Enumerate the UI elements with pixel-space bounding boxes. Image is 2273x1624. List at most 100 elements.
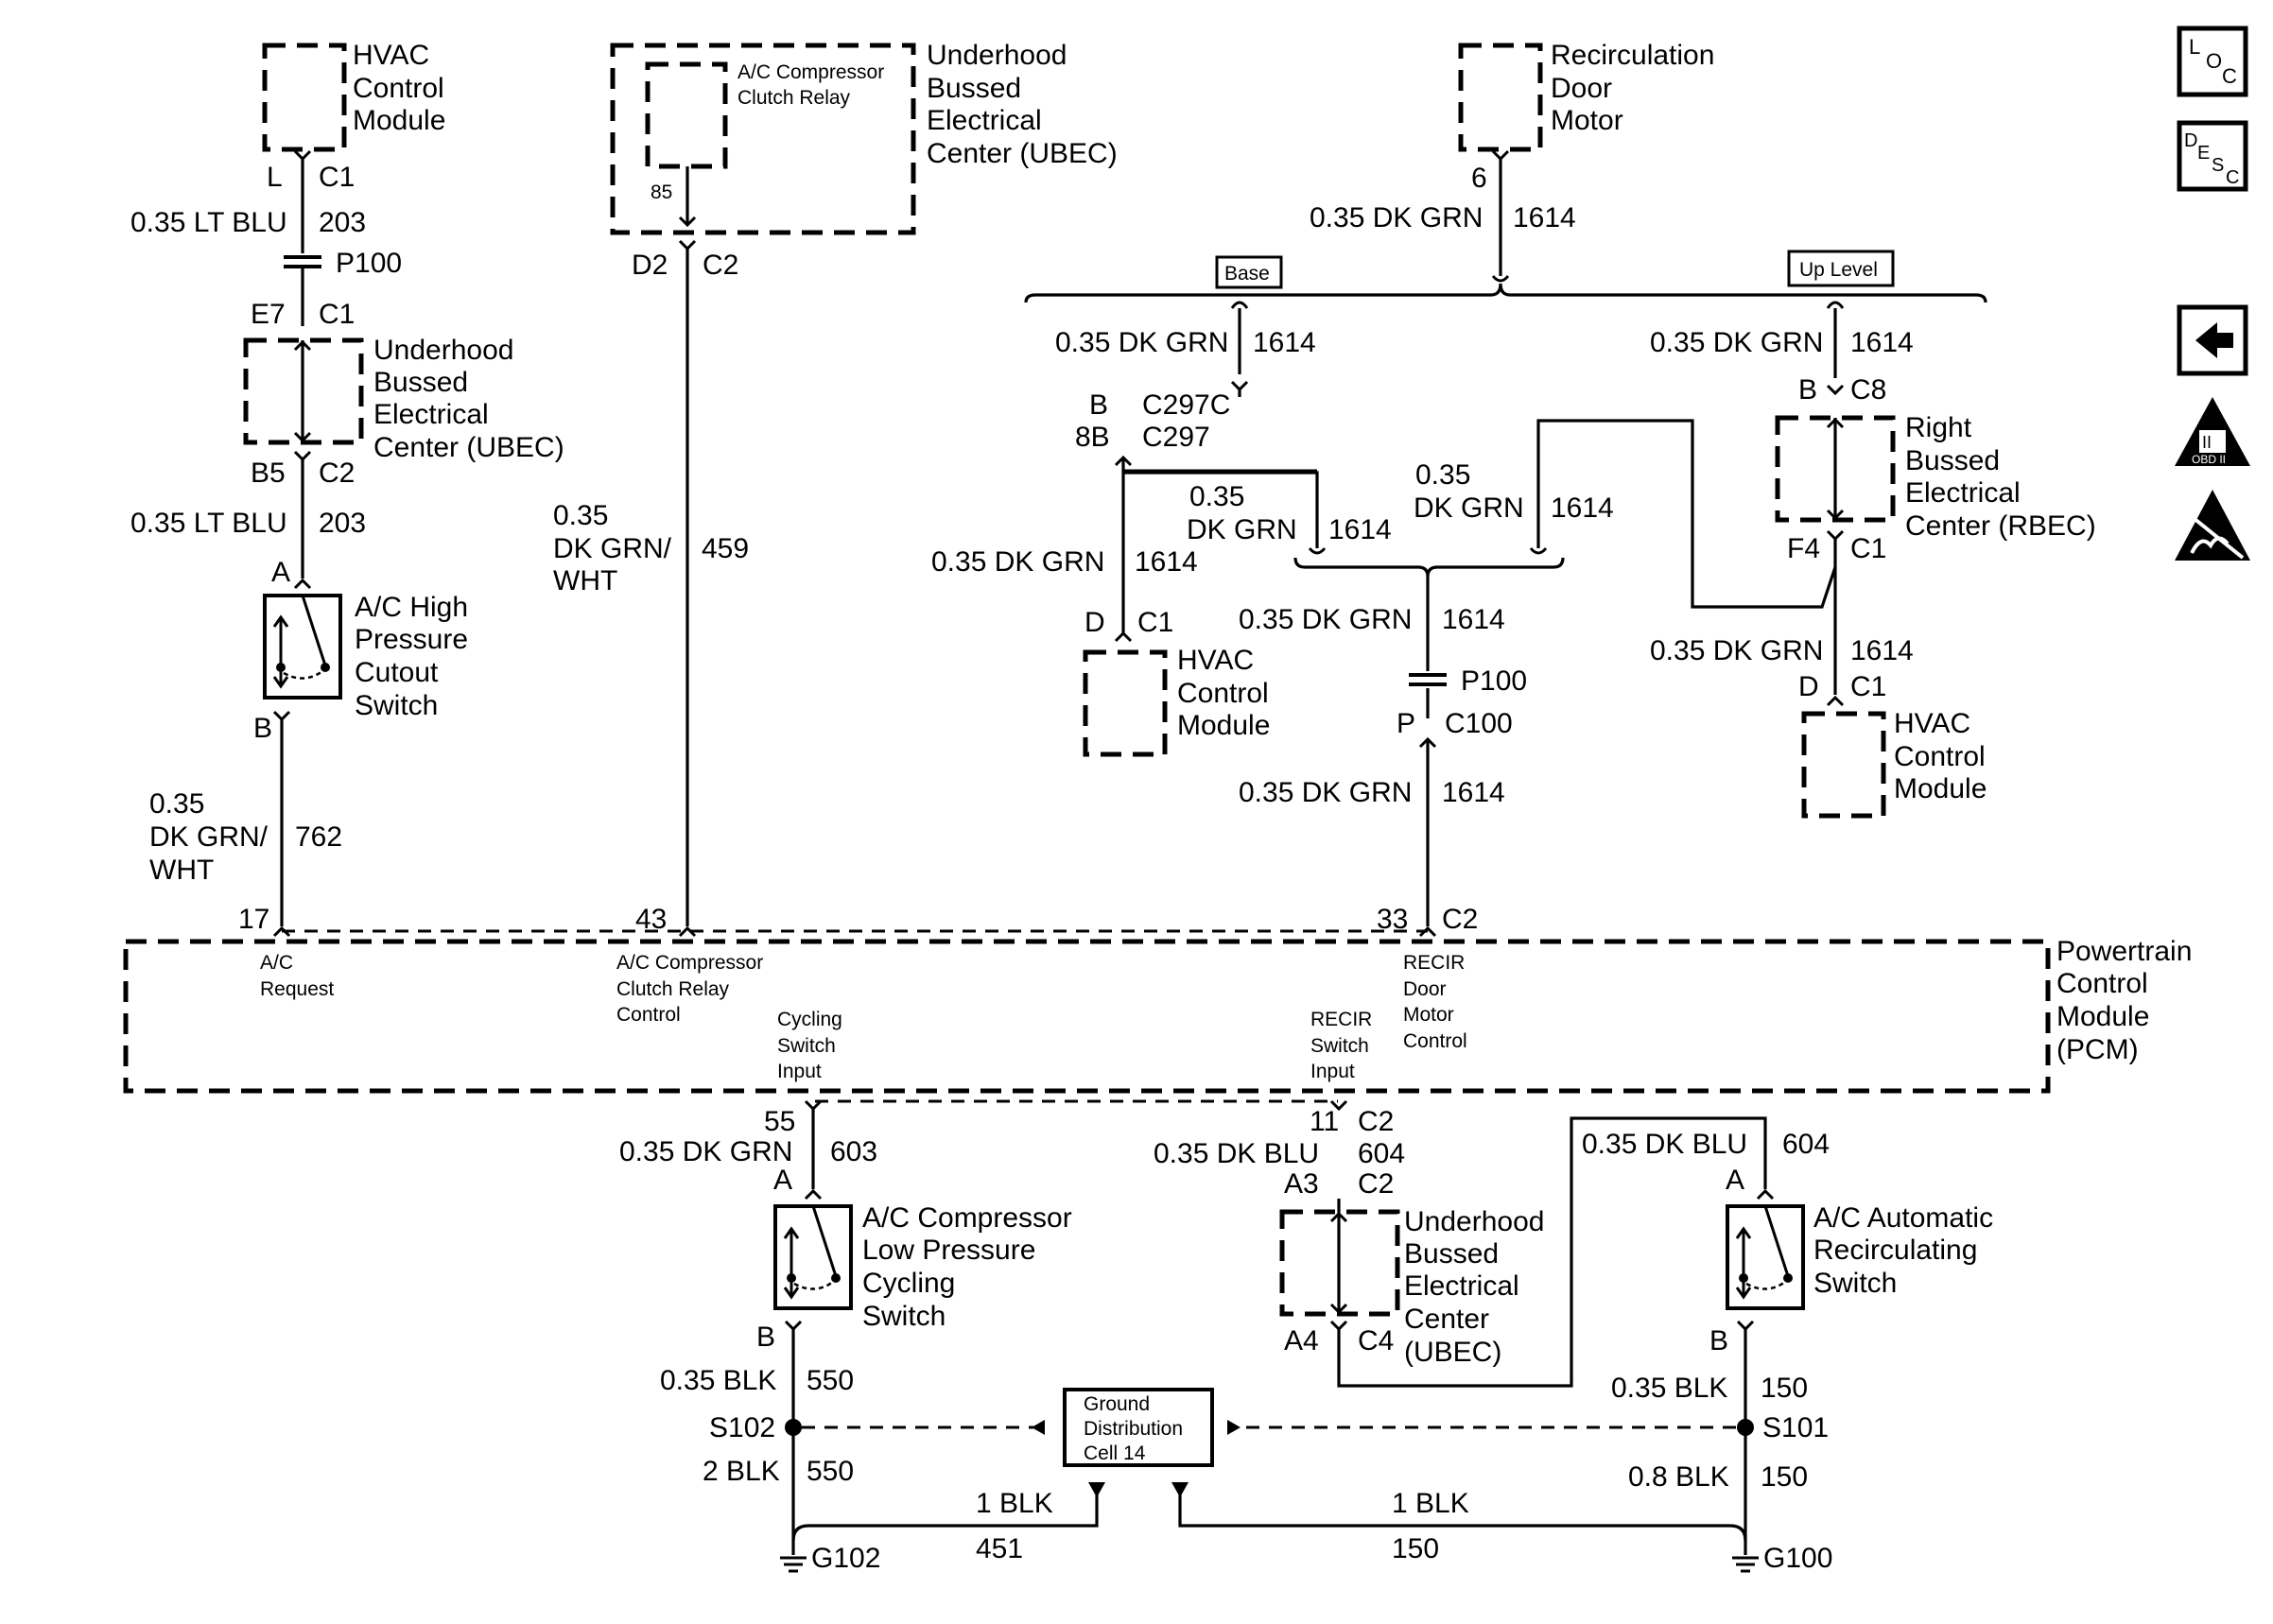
pin-a-hp: A	[271, 557, 290, 588]
hvac-right-label-2: Control	[1894, 741, 1986, 772]
pin-e7: E7	[251, 299, 286, 330]
conn-c2-ubec-left: C2	[319, 458, 355, 489]
conn-c4: C4	[1358, 1325, 1394, 1356]
loc-icon-l: L	[2189, 35, 2200, 59]
desc-icon-d: D	[2184, 130, 2197, 151]
pin-8b: 8B	[1075, 422, 1110, 453]
pin-d-hvac-right: D	[1798, 671, 1819, 702]
wire-604a-size-color: 0.35 DK BLU	[1154, 1138, 1319, 1169]
pin-b-hp: B	[253, 713, 272, 744]
wire-1614-up-size-color: 0.35 DK GRN	[1650, 327, 1823, 358]
wire-1614-hvac-mid-circuit: 1614	[1135, 546, 1198, 578]
wire-1614-up-drop-size: 0.35	[1415, 459, 1470, 491]
pcm-pin-55: 55	[764, 1106, 795, 1137]
pcm-relay-control-1: A/C Compressor	[616, 952, 763, 974]
obd-roman: II	[2202, 433, 2212, 452]
pcm-recir-input-1: RECIR	[1310, 1009, 1372, 1030]
pin-b-auto: B	[1709, 1325, 1728, 1356]
ubec-top-label-4: Center (UBEC)	[927, 138, 1118, 169]
conn-c1-ubec-left: C1	[319, 299, 355, 330]
ground-g100-label: G100	[1763, 1543, 1832, 1574]
wire-1614-pcm-circuit: 1614	[1442, 604, 1505, 635]
wire-451-circuit: 451	[976, 1533, 1023, 1564]
conn-c297: C297	[1142, 422, 1210, 453]
desc-icon[interactable]: D E S C	[2177, 120, 2248, 192]
rbec-label-2: Bussed	[1905, 445, 2000, 476]
ubec-left-label-1: Underhood	[373, 335, 513, 366]
hvac-top-label-2: Control	[353, 73, 444, 104]
pin-a-lp: A	[773, 1165, 792, 1196]
ground-cell-label-1: Ground	[1084, 1393, 1150, 1415]
wire-150b-circuit: 150	[1761, 1461, 1808, 1493]
wire-203-size-color: 0.35 LT BLU	[130, 207, 287, 238]
hp-switch-label-1: A/C High	[355, 592, 468, 623]
ground-g100	[1732, 1556, 1759, 1573]
conn-c1-rbec: C1	[1850, 533, 1886, 564]
pcm-recir-input-3: Input	[1310, 1061, 1355, 1082]
ubec-left-label-4: Center (UBEC)	[373, 432, 564, 463]
rbec-label-4: Center (RBEC)	[1905, 510, 2096, 542]
ac-compressor-low-pressure-cycling-switch: A/C Compressor Low Pressure Cycling Swit…	[773, 1202, 1072, 1332]
ubec-left-label-3: Electrical	[373, 399, 489, 430]
conn-p100-mid: P100	[1461, 665, 1527, 697]
wire-1614-up-circuit: 1614	[1850, 327, 1914, 358]
wire-203b-circuit: 203	[319, 508, 366, 539]
conn-c2-ubec-bottom: C2	[1358, 1168, 1394, 1200]
splice-s101-label: S101	[1762, 1412, 1829, 1443]
ground-cell-label-2: Distribution	[1084, 1418, 1183, 1440]
obd-label: OBD II	[2192, 453, 2226, 466]
ubec-left-label-2: Bussed	[373, 367, 468, 398]
pin-f4: F4	[1787, 533, 1820, 564]
pin-b-c297c: B	[1089, 389, 1108, 421]
wire-603-circuit: 603	[830, 1136, 877, 1167]
pcm-recir-input-2: Switch	[1310, 1035, 1369, 1057]
wire-550a-size-color: 0.35 BLK	[660, 1365, 776, 1396]
pin-a3: A3	[1284, 1168, 1319, 1200]
wire-1614-base-drop-size: 0.35	[1189, 481, 1244, 512]
conn-p100-left: P100	[336, 248, 402, 279]
pcm-cycling-input-3: Input	[777, 1061, 822, 1082]
base-tag	[1215, 255, 1283, 289]
relay-label-2: Clutch Relay	[737, 87, 851, 109]
pcm-recir-motor-4: Control	[1403, 1030, 1467, 1052]
wire-550b-size-color: 2 BLK	[703, 1456, 780, 1487]
splice-s102	[785, 1419, 802, 1436]
pin-b5: B5	[251, 458, 286, 489]
wire-150a-circuit: 150	[1761, 1373, 1808, 1404]
p100-connector-mid	[1409, 673, 1447, 686]
pcm-cycling-input-1: Cycling	[777, 1009, 842, 1030]
wire-604a-circuit: 604	[1358, 1138, 1405, 1169]
wire-604b-circuit: 604	[1782, 1129, 1830, 1160]
pcm-pin-11: 11	[1310, 1106, 1339, 1137]
recirculation-door-motor: Recirculation Door Motor	[1458, 40, 1714, 152]
wire-459-color2: WHT	[553, 565, 617, 596]
ubec-bottom: Underhood Bussed Electrical Center (UBEC…	[1279, 1199, 1544, 1368]
pcm-label-3: Module	[2056, 1001, 2149, 1032]
wire-150b-size-color: 0.8 BLK	[1628, 1461, 1729, 1493]
ac-automatic-recirculating-switch: A/C Automatic Recirculating Switch	[1726, 1202, 1993, 1310]
auto-recirc-label-2: Recirculating	[1813, 1235, 1977, 1266]
powertrain-control-module: Powertrain Control Module (PCM)	[123, 936, 2192, 1094]
wire-1614-main-circuit: 1614	[1513, 202, 1576, 233]
ubec-top-label-2: Bussed	[927, 73, 1021, 104]
ubec-bottom-label-4: Center	[1404, 1304, 1489, 1335]
base-tag-label: Base	[1224, 263, 1270, 285]
ac-high-pressure-cutout-switch: A/C High Pressure Cutout Switch	[263, 592, 468, 721]
wire-150c-circuit: 150	[1392, 1533, 1439, 1564]
ubec-top-label-1: Underhood	[927, 40, 1067, 71]
pcm-cycling-input-2: Switch	[777, 1035, 836, 1057]
hvac-mid-label-1: HVAC	[1177, 645, 1254, 676]
pcm-label-1: Powertrain	[2056, 936, 2192, 967]
pcm-ac-request-1: A/C	[260, 952, 293, 974]
wire-459-size: 0.35	[553, 500, 608, 531]
hvac-right-label-1: HVAC	[1894, 708, 1970, 739]
ground-distribution-cell-14: Ground Distribution Cell 14	[1063, 1388, 1214, 1467]
back-arrow-icon[interactable]	[2177, 304, 2248, 376]
pcm-relay-control-3: Control	[616, 1004, 681, 1026]
loc-icon-c: C	[2222, 64, 2237, 88]
wire-762-color: DK GRN/	[149, 821, 269, 853]
pcm-relay-control-2: Clutch Relay	[616, 978, 730, 1000]
loc-icon[interactable]: L O C	[2177, 26, 2248, 97]
wire-550b-circuit: 550	[807, 1456, 854, 1487]
ground-g102-label: G102	[811, 1543, 880, 1574]
